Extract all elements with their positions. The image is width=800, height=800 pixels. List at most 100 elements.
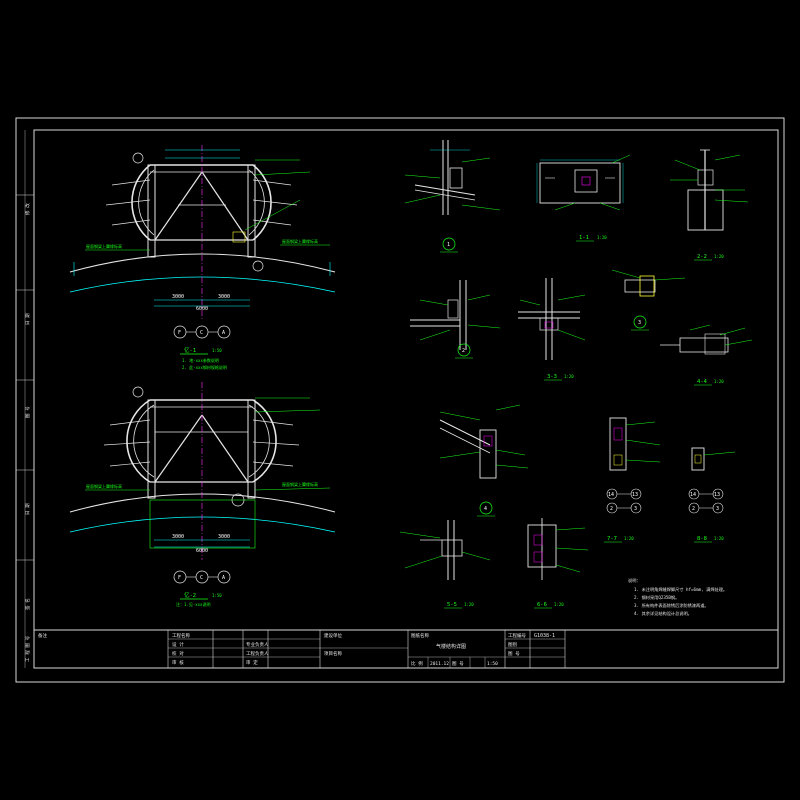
tb-cell: 备注 [38, 632, 47, 639]
tb-cell: 项目名称 [324, 650, 342, 657]
section-caption: 1-1 [579, 235, 589, 241]
axis-bubble-label: 13 [632, 492, 638, 498]
section-scale: 1:20 [597, 235, 607, 240]
inner-frame [33, 129, 779, 669]
strip-label: 工 程 图 号 [24, 635, 31, 662]
section-scale: 1:20 [464, 602, 474, 607]
elevation-2: 3000 3000 6000 屋面钢梁上翼缘标高 屋面钢梁上翼缘标高 F C A… [69, 382, 336, 607]
axis-bubble-label: A [222, 575, 225, 581]
section-7-7: 14 13 2 3 7-7 1:20 [604, 417, 661, 543]
tb-cell: 专业负责人 [246, 641, 269, 648]
tb-cell: 设 计 [172, 641, 184, 648]
detail-number: 3 [638, 320, 641, 326]
tb-cell: 建设单位 [324, 632, 342, 639]
axis-bubble-label: F [178, 330, 181, 336]
slope-label-left: 屋面钢梁上翼缘标高 [86, 243, 122, 249]
dim-label: 3000 [172, 294, 184, 300]
detail-1: 1 [404, 140, 501, 253]
dim-label: 6000 [196, 548, 208, 554]
tb-drawing-title: 气楼结构详图 [436, 643, 466, 650]
section-1-1: 1-1 1:20 [536, 154, 631, 242]
view-caption: 亿-2 [184, 591, 196, 599]
detail-2: 2 [410, 280, 501, 359]
section-6-6: 6-6 1:20 [527, 518, 589, 609]
section-scale: 1:20 [714, 254, 724, 259]
axis-bubble-label: 2 [610, 506, 613, 512]
dim-label: 3000 [218, 534, 230, 540]
tb-cell: 校 对 [172, 650, 184, 657]
dim-label: 3000 [218, 294, 230, 300]
tb-sheet-label: 图别 [508, 641, 517, 648]
strip-label: 图 号 [25, 406, 31, 418]
dim-label: 3000 [172, 534, 184, 540]
detail-3: 3 [611, 269, 686, 331]
title-block: 备注 工程名称 设 计 校 对 审 核 专业负责人 工程负责人 审 定 建设单位… [34, 629, 778, 668]
tb-drawing-label: 图纸名称 [411, 632, 429, 639]
detail-number: 2 [462, 348, 465, 354]
axis-bubble-label: 2 [692, 506, 695, 512]
slope-label-left: 屋面钢梁上翼缘标高 [86, 483, 122, 489]
section-caption: 8-8 [697, 536, 707, 542]
detail-number: 4 [484, 506, 487, 512]
section-caption: 3-3 [547, 374, 557, 380]
slope-label-right: 屋面钢梁上翼缘标高 [282, 481, 318, 487]
section-scale: 1:20 [564, 374, 574, 379]
note-item: 4. 其余详见结构设计总说明。 [634, 610, 692, 617]
notes-title: 说明： [628, 577, 641, 584]
notes-block: 说明： 1. 未注明角焊缝焊脚尺寸 hf=6mm, 满焊处理。 2. 钢材采用Q… [628, 577, 727, 617]
tb-page-label: 图 号 [508, 651, 520, 657]
axis-bubble-label: F [178, 575, 181, 581]
strip-label: 签 名 [24, 598, 31, 610]
view-note: 1. 地-xxx参数说明 [182, 357, 219, 363]
view-scale: 1:50 [212, 348, 222, 353]
strip-label: 日 期 [25, 503, 31, 515]
elevation-1: 3000 3000 6000 屋面钢梁上翼缘标高 屋面钢梁上翼缘标高 F C A… [69, 145, 336, 370]
section-5-5: 5-5 1:20 [399, 520, 491, 609]
detail-4: 4 [439, 404, 529, 517]
tb-drawing-no: G1038-1 [534, 633, 555, 639]
axis-bubble-label: 3 [634, 506, 637, 512]
section-scale: 1:20 [624, 536, 634, 541]
tb-cell: 工程名称 [172, 632, 190, 639]
section-scale: 1:20 [554, 602, 564, 607]
note-item: 2. 钢材采用Q235B钢。 [634, 594, 679, 601]
section-caption: 4-4 [697, 379, 708, 385]
section-2-2: 2-2 1:20 [670, 149, 749, 261]
tb-row-label: 比 例 [411, 660, 423, 667]
tb-cell: 工程负责人 [246, 650, 269, 657]
tb-cell: 审 定 [246, 659, 258, 666]
view-caption: 亿-1 [184, 346, 196, 354]
section-caption: 2-2 [697, 254, 707, 260]
axis-bubble-label: 14 [608, 492, 614, 498]
section-4-4: 4-4 1:20 [660, 324, 753, 386]
dim-label: 6000 [196, 306, 208, 312]
note-item: 1. 未注明角焊缝焊脚尺寸 hf=6mm, 满焊处理。 [634, 586, 727, 593]
tb-row-label: 图 号 [452, 661, 464, 667]
view-note: 注：1.见-xxx说明 [176, 601, 210, 607]
outer-frame [15, 117, 785, 683]
left-strip: 修 改 日 期 图 号 日 期 签 名 工 程 图 号 [16, 130, 34, 668]
strip-label: 修 改 [24, 203, 31, 215]
section-caption: 5-5 [447, 602, 457, 608]
section-scale: 1:20 [714, 379, 724, 384]
axis-bubble-label: C [200, 330, 203, 336]
section-scale: 1:20 [714, 536, 724, 541]
view-note: 2. 此-xxx钢材规格说明 [182, 364, 227, 370]
slope-label-right: 屋面钢梁上翼缘标高 [282, 238, 318, 244]
axis-bubble-label: 13 [714, 492, 720, 498]
axis-bubble-label: C [200, 575, 203, 581]
note-item: 3. 所有构件表面除锈后涂防锈漆两道。 [634, 602, 709, 609]
section-8-8: 14 13 2 3 8-8 1:20 [688, 447, 736, 543]
section-caption: 6-6 [537, 602, 547, 608]
view-scale: 1:50 [212, 593, 222, 598]
section-3-3: 3-3 1:20 [518, 278, 586, 381]
detail-number: 1 [447, 242, 450, 248]
axis-bubble-label: 3 [716, 506, 719, 512]
axis-bubble-label: 14 [690, 492, 696, 498]
strip-label: 日 期 [25, 313, 31, 325]
tb-scale: 1:50 [487, 661, 498, 667]
axis-bubble-label: A [222, 330, 225, 336]
tb-cell: 审 核 [172, 659, 184, 666]
section-caption: 7-7 [607, 536, 617, 542]
